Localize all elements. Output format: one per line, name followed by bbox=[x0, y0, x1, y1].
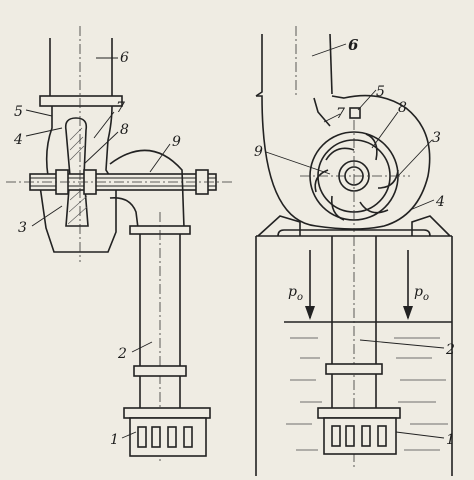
left-label-9: 9 bbox=[172, 134, 181, 150]
right-label-5: 5 bbox=[376, 84, 385, 100]
right-strainer bbox=[323, 417, 397, 455]
left-label-7: 7 bbox=[116, 100, 125, 116]
left-pipe-coupling bbox=[133, 365, 187, 377]
left-strainer bbox=[129, 417, 207, 457]
right-label-6: 6 bbox=[348, 36, 359, 54]
right-label-9: 9 bbox=[254, 144, 263, 160]
left-label-2: 2 bbox=[117, 346, 127, 362]
right-pipe-coupling bbox=[325, 363, 383, 375]
left-view: 6 5 4 7 8 9 3 2 1 bbox=[6, 26, 232, 462]
left-discharge-pipe bbox=[49, 38, 113, 96]
right-pressure-label-left: po bbox=[288, 284, 303, 303]
left-label-8: 8 bbox=[120, 122, 129, 138]
right-water-surface bbox=[284, 321, 452, 451]
left-label-5: 5 bbox=[14, 104, 23, 120]
right-discharge-pipe bbox=[255, 26, 333, 100]
left-pump-housing bbox=[39, 105, 117, 253]
right-pressure-arrow-left bbox=[305, 250, 315, 320]
right-base-bracket bbox=[257, 215, 451, 237]
right-label-3: 3 bbox=[432, 130, 441, 146]
left-label-3: 3 bbox=[18, 220, 27, 236]
right-view: po po 6 5 7 8 3 4 9 2 1 bbox=[254, 26, 455, 476]
right-strainer-flange bbox=[317, 407, 401, 419]
right-label-4: 4 bbox=[435, 194, 445, 210]
right-label-7: 7 bbox=[336, 106, 345, 122]
left-label-4: 4 bbox=[13, 132, 23, 148]
right-pressure-label-right: po bbox=[414, 284, 429, 303]
left-leader-lines bbox=[25, 57, 171, 439]
right-label-2: 2 bbox=[445, 342, 455, 358]
left-label-6: 6 bbox=[120, 50, 129, 66]
right-label-1: 1 bbox=[446, 432, 455, 448]
left-label-1: 1 bbox=[110, 432, 119, 448]
right-pressure-arrow-right bbox=[403, 250, 413, 320]
right-leader-lines bbox=[265, 43, 445, 439]
right-label-8: 8 bbox=[398, 100, 407, 116]
left-flange bbox=[39, 95, 123, 107]
right-top-fitting bbox=[349, 107, 361, 119]
left-suction-pipe bbox=[139, 212, 181, 462]
left-strainer-flange bbox=[123, 407, 211, 419]
left-suction-elbow bbox=[109, 149, 185, 229]
